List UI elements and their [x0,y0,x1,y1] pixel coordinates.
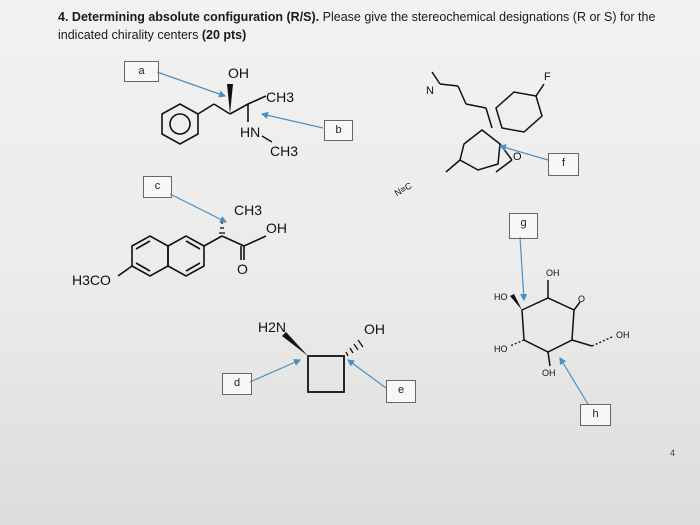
atom-oh-c: OH [266,220,287,236]
atom-ho-g2: HO [494,344,508,354]
question-body: Please give the stereochemical designati… [58,10,656,42]
atom-oh-h1: OH [616,330,630,340]
atom-oh-h2: OH [542,368,556,378]
arrow-g [519,236,528,302]
benzene-ring [161,103,199,145]
label-box-f: f [548,153,579,176]
label-box-b: b [324,120,353,141]
atom-ho-g1: HO [494,292,508,302]
atom-hn: HN [240,124,260,140]
label-box-d: d [222,373,252,395]
molecule-ab [161,95,267,145]
atom-o-c: O [237,261,248,277]
atom-o-ring: O [578,294,585,304]
arrow-h [559,356,589,405]
arrow-c [169,193,228,223]
atom-ch3-c: CH3 [234,202,262,218]
atom-n-f: N [426,85,434,97]
atom-oh-e: OH [364,321,385,337]
label-box-e: e [386,380,416,403]
atom-h2n: H2N [258,319,286,335]
atom-nc: N≡C [393,180,414,198]
arrow-e [347,359,387,389]
molecule-c [117,235,267,277]
molecule-f [431,71,545,173]
wedge-bond-nh2 [282,332,308,356]
question-number: 4. [58,10,69,24]
atom-f: F [544,71,551,83]
page-number: 4 [670,448,676,458]
cyclobutane-ring [307,355,345,393]
wedge-bond-oh [227,84,233,114]
hash-bond-c [219,222,225,234]
atom-o-f: O [513,151,522,163]
atom-ch3-a: CH3 [266,89,294,105]
label-box-c: c [143,176,172,198]
question-text: 4. Determining absolute configuration (R… [58,8,658,44]
molecule-gh [521,280,593,367]
arrow-f [498,144,549,161]
hash-bond-oh-e [345,339,364,357]
label-box-g: g [509,213,538,239]
arrow-a [156,71,227,98]
label-box-a: a [124,61,159,82]
atom-h3co: H3CO [72,272,111,288]
question-points: (20 pts) [201,28,247,42]
arrow-d [249,359,302,383]
question-title: Determining absolute configuration (R/S)… [71,10,320,24]
arrow-b [260,111,324,129]
label-box-h: h [580,404,611,426]
atom-oh-g1: OH [546,268,560,278]
atom-oh-a: OH [228,65,249,81]
atom-ch3-n: CH3 [270,143,298,159]
